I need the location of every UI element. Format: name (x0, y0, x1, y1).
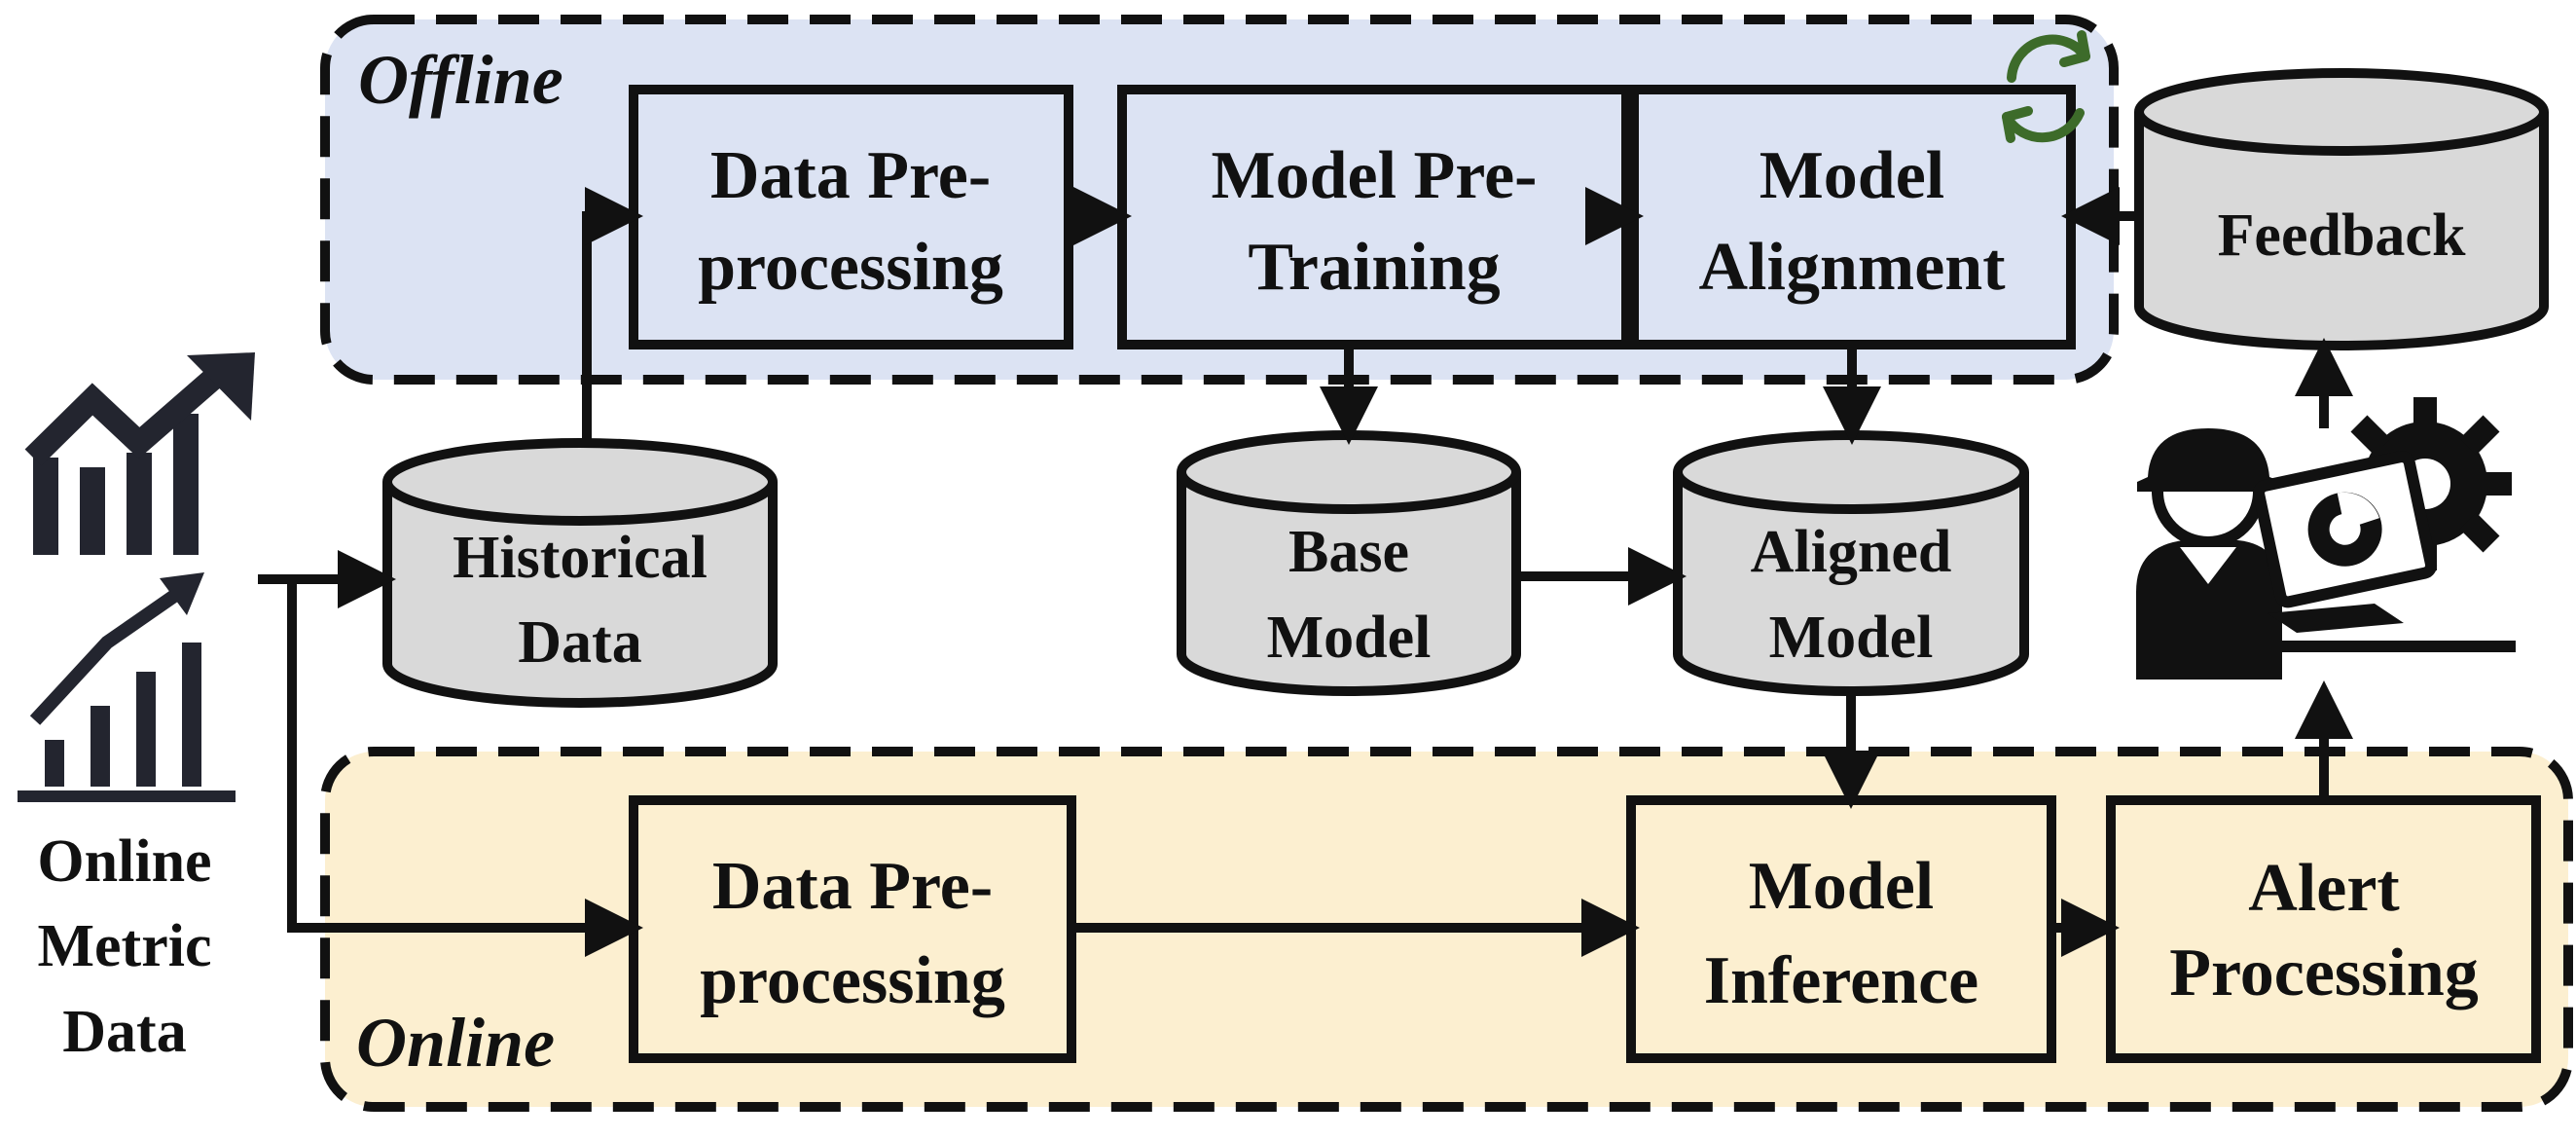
model-inference-box: Model Inference (1626, 795, 2056, 1063)
offline-preprocessing-box: Data Pre- processing (629, 85, 1073, 349)
feedback-store: Feedback (2134, 68, 2549, 350)
model-alignment-line2: Alignment (1699, 230, 2006, 305)
historical-data-line1: Historical (453, 525, 707, 591)
metric-chart-icon (18, 352, 255, 802)
online-preprocessing-line1: Data Pre- (712, 849, 993, 924)
arrow-historical-to-preprocessing (582, 187, 643, 443)
aligned-model-line2: Model (1769, 605, 1934, 671)
source-label-line2: Metric (38, 913, 212, 979)
offline-preprocessing-line1: Data Pre- (710, 138, 991, 213)
model-inference-line1: Model (1749, 849, 1935, 924)
source-label: Online Metric Data (37, 828, 211, 1065)
base-model-line1: Base (1288, 519, 1409, 585)
alert-processing-line1: Alert (2248, 851, 2399, 926)
connectors (258, 187, 2353, 957)
arrow-source-to-online-preprocessing (287, 579, 643, 957)
engineer-laptop-icon (2136, 397, 2516, 680)
model-pretraining-line2: Training (1248, 230, 1500, 305)
offline-label: Offline (358, 41, 563, 119)
model-alignment-line1: Model (1760, 138, 1945, 213)
historical-data-store: Historical Data (382, 438, 778, 708)
model-inference-line2: Inference (1704, 943, 1979, 1018)
model-pretraining-box: Model Pre- Training (1117, 85, 1631, 349)
online-preprocessing-box: Data Pre- processing (629, 795, 1076, 1063)
alert-processing-line2: Processing (2169, 936, 2479, 1010)
base-model-store: Base Model (1177, 430, 1521, 696)
online-preprocessing-line2: processing (700, 943, 1005, 1018)
online-label: Online (356, 1004, 555, 1082)
alert-processing-box: Alert Processing (2106, 795, 2541, 1063)
model-pretraining-line1: Model Pre- (1212, 138, 1538, 213)
feedback-label: Feedback (2218, 202, 2466, 269)
offline-preprocessing-line2: processing (698, 230, 1003, 305)
source-label-line3: Data (62, 999, 186, 1065)
refresh-cycle-icon (2002, 30, 2090, 143)
historical-data-line2: Data (518, 609, 641, 676)
base-model-line2: Model (1267, 605, 1432, 671)
model-alignment-box: Model Alignment (1629, 85, 2076, 349)
source-label-line1: Online (37, 828, 211, 895)
aligned-model-store: Aligned Model (1673, 430, 2029, 696)
aligned-model-line1: Aligned (1751, 519, 1952, 585)
